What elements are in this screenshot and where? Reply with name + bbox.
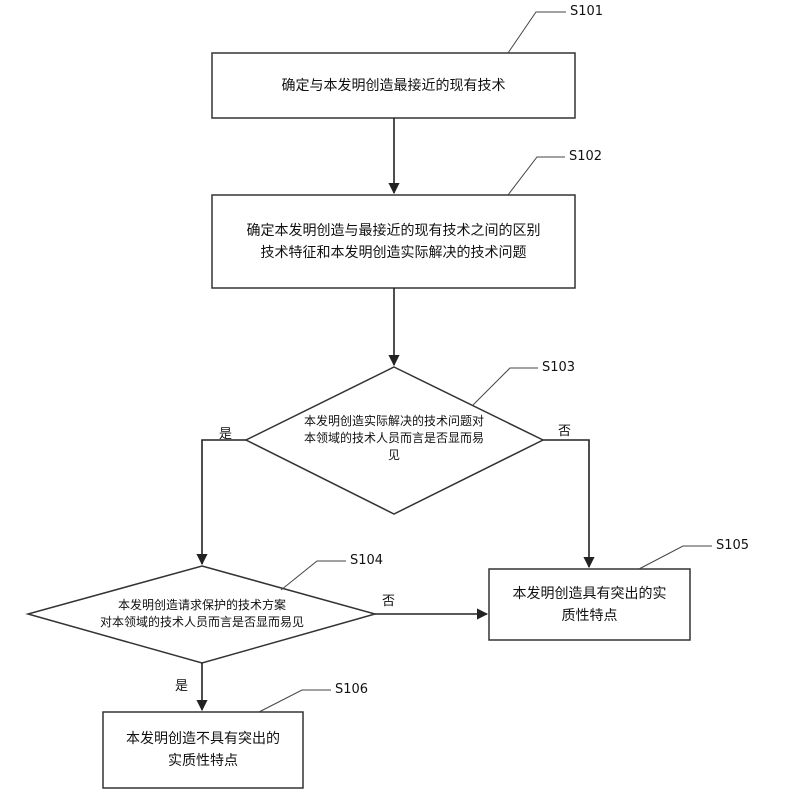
process-text-s106: 本发明创造不具有突出的 实质性特点 [103,712,303,788]
text-line: 本发明创造不具有突出的 [126,731,280,747]
text-line: 对本领域的技术人员而言是否显而易见 [99,615,304,629]
text-line: 实质性特点 [168,753,238,769]
decision-diamond-s103 [244,366,545,515]
leader-s103 [472,367,538,406]
arrow-s103-no-to-s105 [543,439,595,569]
branch-label-s103-no: 否 [558,424,572,439]
text-line: 本发明创造请求保护的技术方案 [117,598,286,612]
leader-s106 [258,689,331,713]
process-text-s102: 确定本发明创造与最接近的现有技术之间的区别 技术特征和本发明创造实际解决的技术问… [212,195,575,288]
process-text-s101: 确定与本发明创造最接近的现有技术 [212,53,575,118]
text-line: 本发明创造具有突出的实 [512,585,667,602]
process-box-s105 [488,568,691,641]
leader-s101 [507,11,566,54]
step-label-s103: S103 [542,360,576,375]
arrow-s103-yes-to-s104 [196,439,246,566]
branch-label-s104-no: 否 [382,594,396,609]
step-label-s106: S106 [335,682,369,697]
text-line: 本发明创造实际解决的技术问题对 [303,414,484,428]
decision-text-s103: 本发明创造实际解决的技术问题对 本领域的技术人员而言是否显而易 见 [270,413,518,464]
process-box-s106 [102,711,304,789]
branch-label-s104-yes: 是 [175,679,189,694]
step-label-s104: S104 [350,553,384,568]
process-text-s105: 本发明创造具有突出的实 质性特点 [489,569,690,640]
text-line: 确定与本发明创造最接近的现有技术 [281,77,506,94]
text-line: 质性特点 [561,607,618,624]
text-line: 确定本发明创造与最接近的现有技术之间的区别 [246,222,541,239]
text-line: 本领域的技术人员而言是否显而易 [303,431,484,445]
leader-s104 [280,560,346,591]
text-line: 技术特征和本发明创造实际解决的技术问题 [260,244,527,261]
text-line: 见 [387,448,400,462]
branch-label-s103-yes: 是 [219,427,233,442]
leader-s102 [507,156,565,196]
process-box-s101 [211,52,576,119]
step-label-s101: S101 [570,4,604,19]
leader-s105 [638,545,712,570]
step-label-s105: S105 [716,538,750,553]
step-label-s102: S102 [569,149,603,164]
process-box-s102 [211,194,576,289]
decision-text-s104: 本发明创造请求保护的技术方案 对本领域的技术人员而言是否显而易见 [62,597,342,631]
